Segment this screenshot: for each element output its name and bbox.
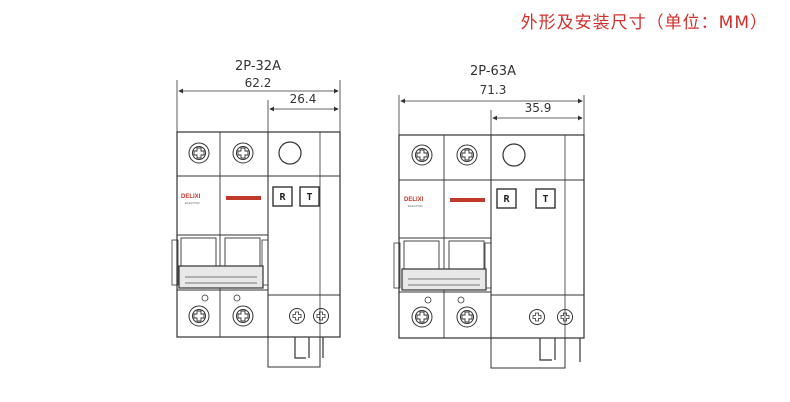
reset-button xyxy=(272,186,293,207)
model-label: 2P-63A xyxy=(470,64,516,79)
test-button xyxy=(535,188,556,209)
svg-text:R: R xyxy=(503,194,510,205)
breaker-32a: 2P-32A 62.2 26.4 DELIXI ELECTRIC R xyxy=(171,59,341,368)
overall-width-label: 71.3 xyxy=(480,83,507,97)
test-button xyxy=(299,186,320,207)
breaker-63a: 2P-63A 71.3 35.9 DELIXI ELECTRIC R T xyxy=(393,64,585,369)
overall-width-label: 62.2 xyxy=(245,76,272,90)
brand-logo: DELIXI xyxy=(181,194,201,200)
page-title: 外形及安装尺寸（单位：MM） xyxy=(520,13,768,33)
brand-logo: DELIXI xyxy=(404,197,424,203)
reset-button xyxy=(496,188,517,209)
model-label: 2P-32A xyxy=(235,59,281,74)
svg-text:ELECTRIC: ELECTRIC xyxy=(408,204,424,208)
rcd-width-label: 35.9 xyxy=(525,101,552,115)
svg-text:T: T xyxy=(542,194,548,205)
svg-text:T: T xyxy=(306,192,312,203)
svg-text:R: R xyxy=(279,192,286,203)
rcd-width-label: 26.4 xyxy=(290,92,317,106)
svg-text:ELECTRIC: ELECTRIC xyxy=(185,201,201,205)
